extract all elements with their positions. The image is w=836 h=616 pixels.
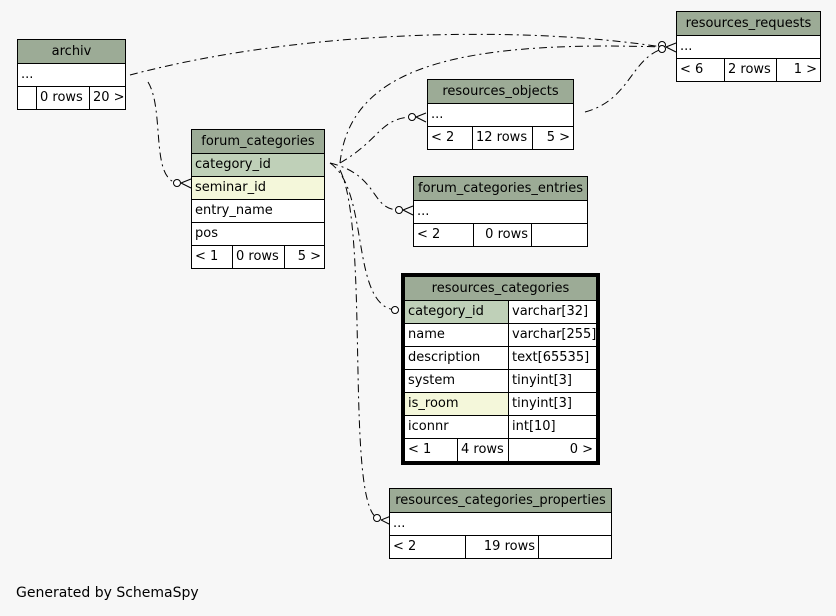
table-header: resources_categories_properties [390, 489, 611, 513]
column-system-type: tinyint[3] [508, 370, 596, 392]
stat-children: 1 > [776, 59, 820, 81]
table-header: forum_categories [192, 130, 324, 154]
crowfoot-resources-requests-2 [658, 45, 666, 53]
column-name: name [408, 327, 445, 342]
edge-archiv-resources-requests [129, 33, 663, 76]
columns-collapsed: ... [393, 516, 406, 531]
edge-resources-objects-resources-requests [584, 48, 663, 113]
edge-forum-categories-properties [339, 169, 378, 519]
stat-rows: 0 rows [473, 224, 531, 246]
stat-rows: 12 rows [472, 127, 532, 149]
column-category-id: category_id [405, 301, 508, 323]
column-iconnr: iconnr [408, 419, 449, 434]
table-header: resources_objects [428, 80, 573, 104]
stat-parents: < 2 [431, 130, 455, 145]
table-header: forum_categories_entries [414, 177, 587, 201]
table-resources-categories[interactable]: resources_categories category_id varchar… [401, 273, 600, 465]
table-forum-categories[interactable]: forum_categories category_id seminar_id … [191, 129, 325, 269]
crowfoot-resources-objects-lines [415, 112, 427, 123]
stat-children: 20 > [89, 87, 125, 109]
columns-collapsed: ... [680, 39, 693, 54]
column-category-id: category_id [195, 157, 271, 172]
stat-parents: < 1 [408, 442, 432, 457]
crowfoot-forum-categories-entries-lines [402, 205, 414, 216]
edge-forum-categories-entries [329, 162, 400, 211]
columns-collapsed: ... [21, 67, 34, 82]
column-is-room-type: tinyint[3] [508, 393, 596, 415]
edge-forum-categories-resources-categories [329, 162, 396, 311]
generated-by-footer: Generated by SchemaSpy [16, 585, 199, 601]
stat-rows: 4 rows [457, 439, 508, 461]
edge-forum-categories-resources-requests [339, 45, 663, 164]
column-description-type: text[65535] [508, 347, 596, 369]
stat-children [531, 224, 587, 246]
stat-children: 5 > [284, 246, 324, 268]
crowfoot-properties [373, 514, 381, 522]
table-header: resources_requests [677, 12, 820, 36]
edge-forum-categories-resources-objects [339, 116, 413, 164]
table-archiv[interactable]: archiv ... 0 rows 20 > [17, 39, 126, 110]
column-iconnr-type: int[10] [508, 416, 596, 438]
column-system: system [408, 373, 455, 388]
crowfoot-resources-requests-lines [665, 42, 677, 53]
crowfoot-forum-categories [173, 179, 181, 187]
edge-archiv-forum-categories [147, 81, 179, 184]
stat-rows: 0 rows [232, 246, 284, 268]
crowfoot-resources-categories [391, 306, 399, 314]
column-name-type: varchar[255] [508, 324, 596, 346]
table-resources-objects[interactable]: resources_objects ... < 2 12 rows 5 > [427, 79, 574, 150]
column-description: description [408, 350, 481, 365]
stat-rows: 19 rows [465, 536, 538, 558]
table-resources-categories-properties[interactable]: resources_categories_properties ... < 2 … [389, 488, 612, 559]
table-header: resources_categories [405, 277, 596, 301]
column-is-room: is_room [405, 393, 508, 415]
columns-collapsed: ... [431, 107, 444, 122]
stat-rows: 2 rows [724, 59, 776, 81]
stat-parents: < 2 [393, 539, 417, 554]
stat-parents [18, 87, 36, 109]
crowfoot-forum-categories-lines [180, 178, 192, 189]
table-resources-requests[interactable]: resources_requests ... < 6 2 rows 1 > [676, 11, 821, 82]
column-category-id-type: varchar[32] [508, 301, 596, 323]
column-seminar-id: seminar_id [195, 180, 266, 195]
stat-parents: < 1 [195, 249, 219, 264]
column-pos: pos [195, 226, 218, 241]
columns-collapsed: ... [417, 204, 430, 219]
stat-parents: < 2 [417, 227, 441, 242]
stat-parents: < 6 [680, 62, 704, 77]
table-forum-categories-entries[interactable]: forum_categories_entries ... < 2 0 rows [413, 176, 588, 247]
crowfoot-resources-objects [408, 113, 416, 121]
stat-children: 5 > [532, 127, 573, 149]
table-header: archiv [18, 40, 125, 64]
crowfoot-forum-categories-entries [395, 206, 403, 214]
stat-rows: 0 rows [36, 87, 89, 109]
stat-children [538, 536, 611, 558]
column-entry-name: entry_name [195, 203, 273, 218]
stat-children: 0 > [508, 439, 596, 461]
